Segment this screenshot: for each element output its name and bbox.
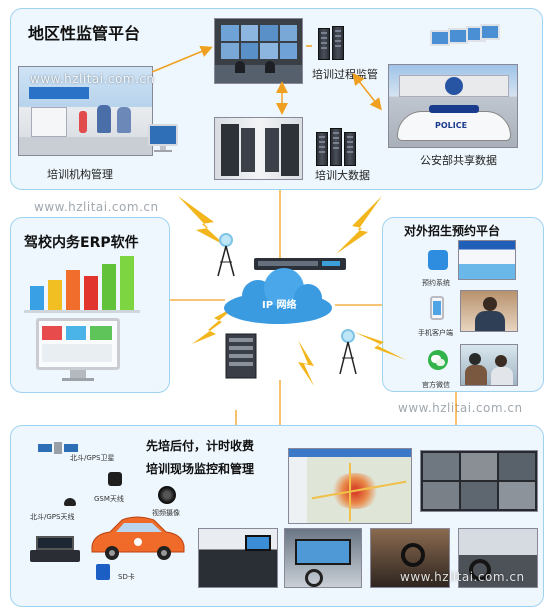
booking-site-screenshot [458,240,516,280]
gps-antenna-icon [64,498,76,506]
watermark-2: www.hzlitai.com.cn [34,200,159,214]
regional-platform-title: 地区性监管平台 [28,24,141,43]
monitoring-room-photo [214,18,303,84]
police-monitors-icon [430,24,500,66]
booking-app-icon [428,250,448,270]
enroll-title: 对外招生预约平台 [404,224,501,238]
erp-title: 驾校内务ERP软件 [24,235,139,251]
gsm-antenna-icon [108,472,122,486]
antenna-tower-left [217,233,235,277]
mobile-phone-icon [430,296,444,320]
satellite-icon [38,442,78,454]
bigdata-label: 培训大数据 [315,169,370,182]
lightning-bolt-1 [178,196,226,246]
institution-label: 培训机构管理 [47,168,113,181]
computer-monitor-icon [148,124,184,152]
gps-label: 北斗/GPS天线 [30,513,75,521]
police-car-photo: POLICE [388,64,518,148]
booking-label: 预约系统 [422,279,450,287]
simulator-photo [284,528,362,588]
data-center-photo [214,117,303,180]
gps-map-screenshot [288,448,412,524]
training-car-icon [91,516,185,560]
antenna-tower-right [339,329,357,375]
wechat-user-photo [460,344,518,386]
sd-card-icon [96,564,110,580]
network-switch-icon [254,258,346,270]
police-label: 公安部共享数据 [420,154,497,167]
server-cabinet-icon [225,333,257,379]
classroom-photo [198,528,278,588]
watermark-4: www.hzlitai.com.cn [400,570,525,584]
police-sign: POLICE [435,121,468,130]
process-server-icon [318,28,330,60]
gsm-label: GSM天线 [94,495,124,503]
car-cameras-grid [420,450,538,512]
wechat-label: 官方微信 [422,381,450,389]
watermark-3: www.hzlitai.com.cn [398,401,523,415]
erp-bar-chart [24,256,140,313]
process-server-icon-2 [332,26,344,60]
bigdata-server-icon-3 [344,132,356,166]
camera-icon [158,486,176,504]
wechat-icon [428,350,448,370]
lightning-bolt-5 [354,332,406,360]
vehicle-terminal-icon [30,536,80,562]
mobile-user-photo [460,290,518,332]
bigdata-server-icon-2 [330,128,342,166]
erp-imac-icon [36,318,120,382]
in-car-photo [370,528,450,588]
institution-photo [18,66,153,156]
lightning-bolt-3 [192,306,236,344]
camera-label: 视频摄像 [152,509,180,517]
training-line1: 先培后付，计时收费 [146,439,255,453]
lightning-bolt-2 [336,196,382,254]
mobile-label: 手机客户端 [418,329,453,337]
satellite-label: 北斗/GPS卫星 [70,454,115,462]
bigdata-server-icon [316,132,328,166]
lightning-bolt-4 [298,340,314,386]
watermark-1: www.hzlitai.com.cn [30,72,155,86]
sd-label: SD卡 [118,573,135,581]
dashboard-photo [458,528,538,588]
ip-network-label: IP 网络 [262,300,297,311]
ip-network-cloud [224,268,332,324]
training-line2: 培训现场监控和管理 [146,462,255,476]
